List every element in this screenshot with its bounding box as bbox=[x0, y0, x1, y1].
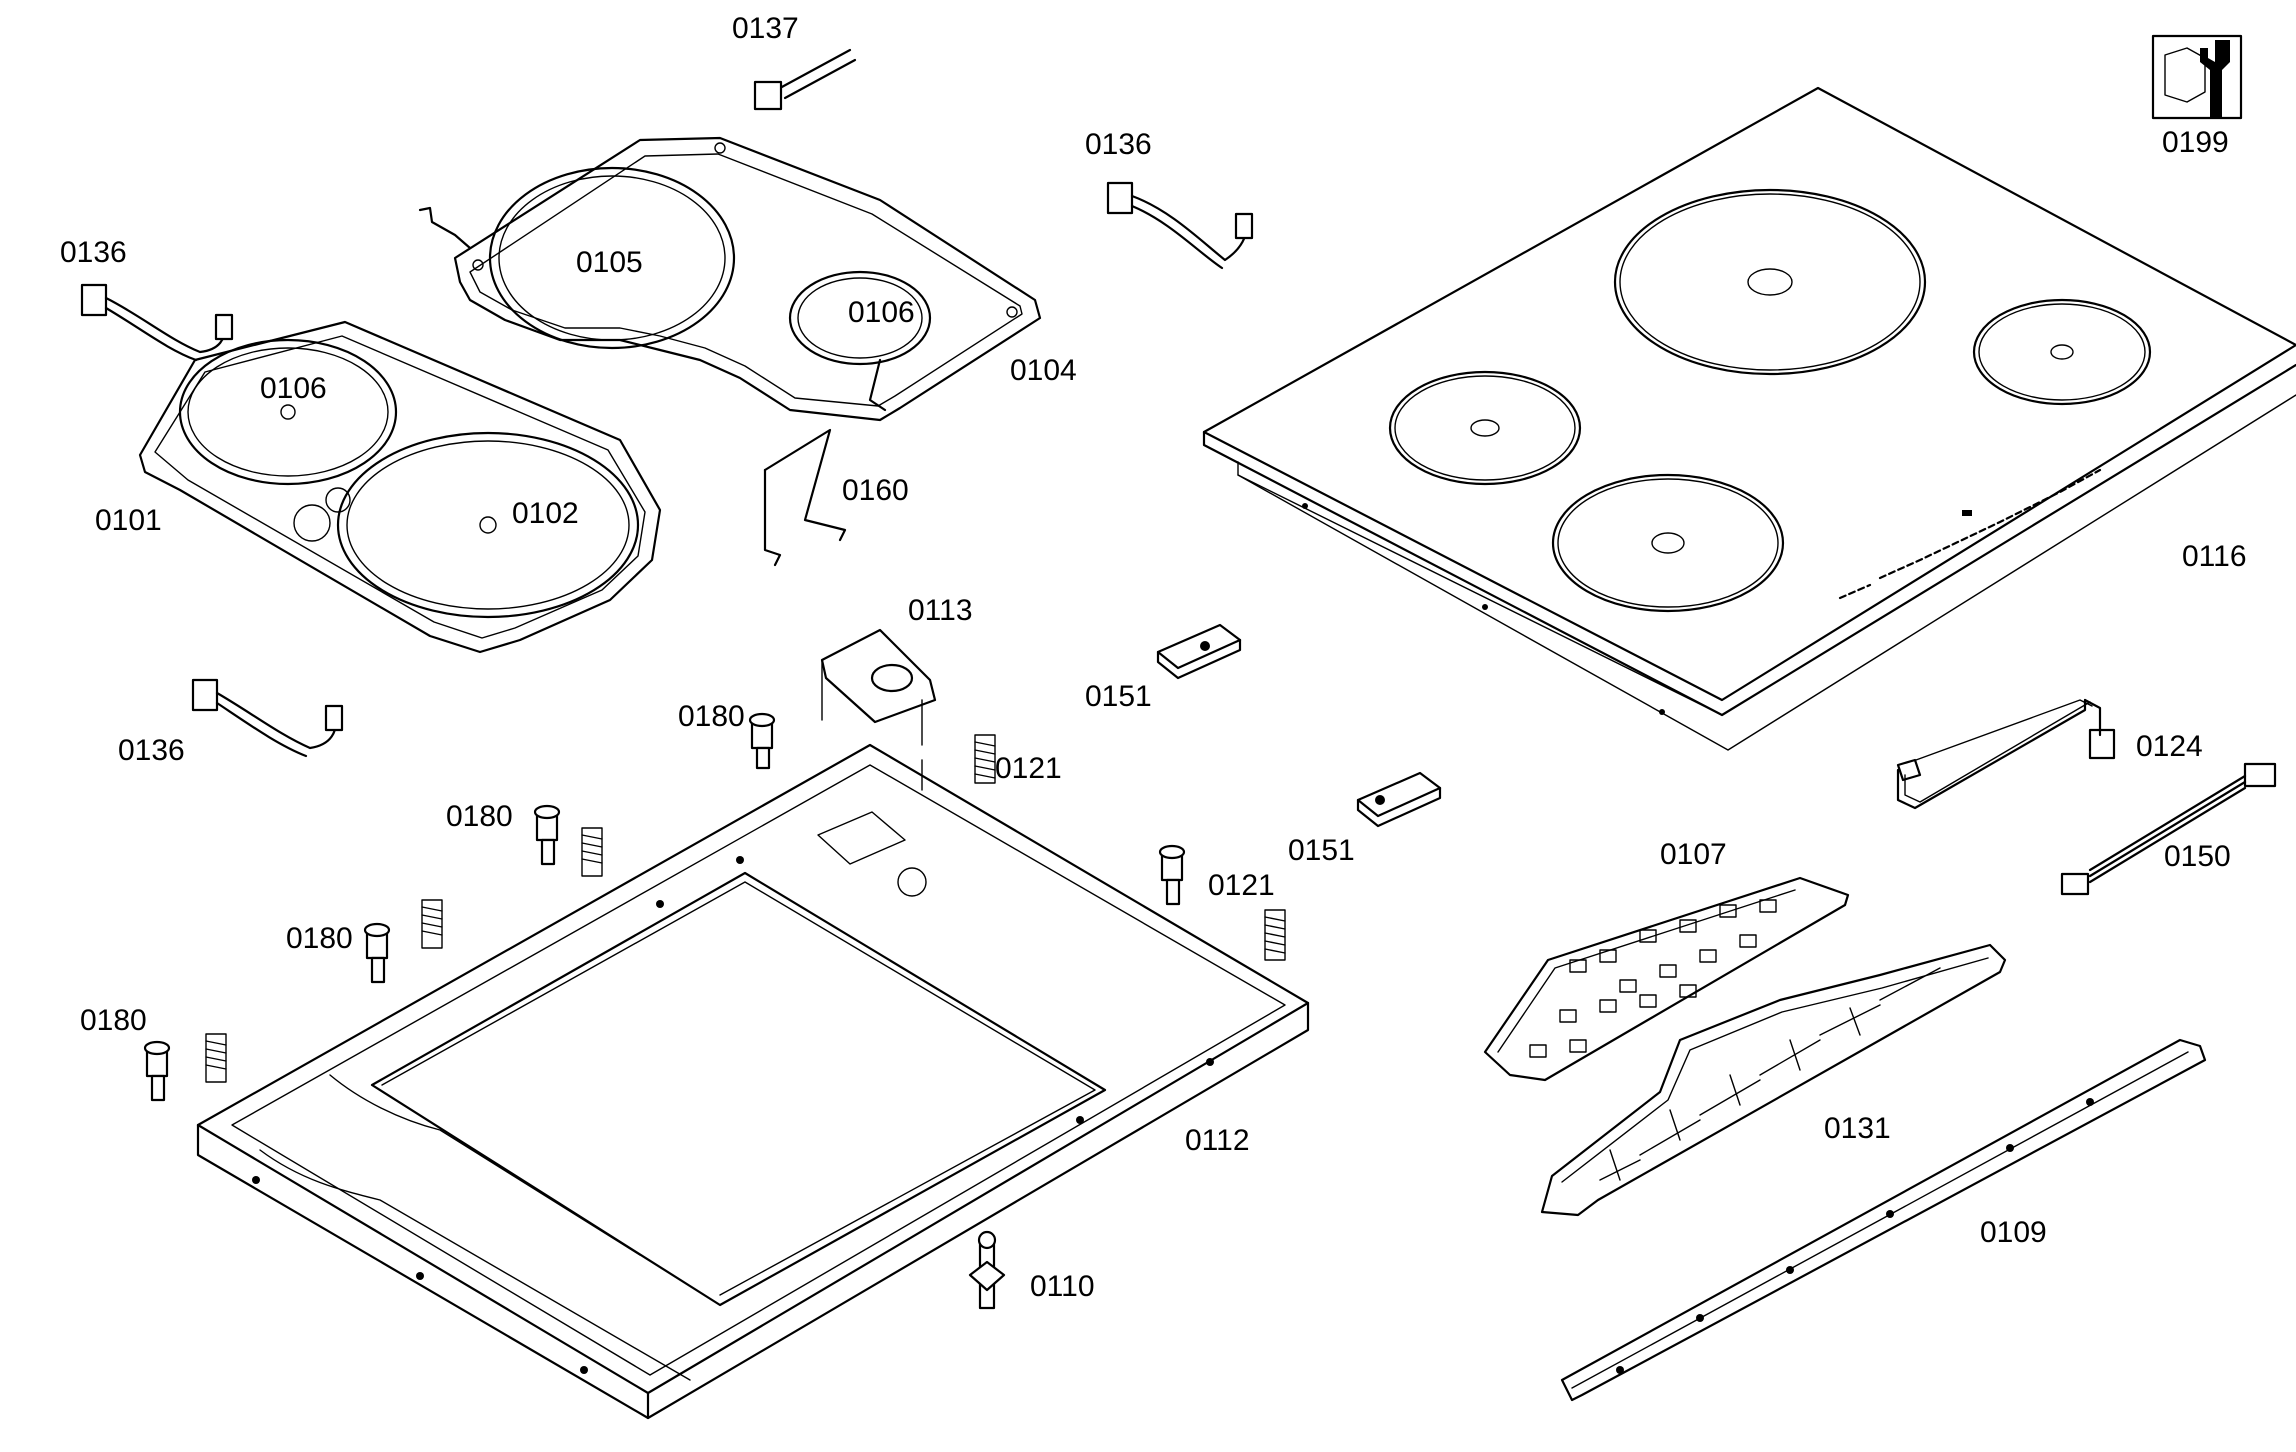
clip-0151-lower bbox=[1356, 771, 1442, 828]
cable-0124 bbox=[1896, 698, 2116, 810]
support-tray-0131 bbox=[1540, 943, 2007, 1217]
foot-0180-e bbox=[1158, 844, 1186, 906]
label-0109: 0109 bbox=[1980, 1216, 2047, 1249]
foot-0180-b bbox=[533, 804, 561, 866]
label-0150: 0150 bbox=[2164, 840, 2231, 873]
fan-duct-0113 bbox=[820, 628, 937, 791]
label-0124: 0124 bbox=[2136, 730, 2203, 763]
label-0116: 0116 bbox=[2182, 540, 2247, 573]
label-0107: 0107 bbox=[1660, 838, 1727, 871]
spring-0121-d bbox=[421, 899, 443, 949]
glass-cooktop-0116 bbox=[1202, 86, 2296, 751]
label-0112: 0112 bbox=[1185, 1124, 1250, 1157]
label-0180-d: 0180 bbox=[80, 1004, 147, 1037]
label-0151-upper: 0151 bbox=[1085, 680, 1152, 713]
label-0121-a: 0121 bbox=[995, 752, 1062, 785]
pin-0110 bbox=[968, 1230, 1006, 1310]
foot-0180-d bbox=[143, 1040, 171, 1102]
label-0151-lower: 0151 bbox=[1288, 834, 1355, 867]
label-0104: 0104 bbox=[1010, 354, 1077, 387]
label-0180-c: 0180 bbox=[286, 922, 353, 955]
wiring-lead-0136-left bbox=[80, 283, 234, 362]
label-0137: 0137 bbox=[732, 12, 799, 45]
heating-plate-0104 bbox=[418, 136, 1042, 422]
label-0121-b: 0121 bbox=[1208, 869, 1275, 902]
cable-0150 bbox=[2060, 762, 2277, 896]
foot-0180-c bbox=[363, 922, 391, 984]
label-0160: 0160 bbox=[842, 474, 909, 507]
label-0180-b: 0180 bbox=[446, 800, 513, 833]
heating-plate-0101 bbox=[138, 320, 662, 654]
connector-0137 bbox=[753, 48, 857, 111]
label-0131: 0131 bbox=[1824, 1112, 1891, 1145]
foot-0180-a bbox=[748, 712, 776, 770]
label-0136-top: 0136 bbox=[1085, 128, 1152, 161]
spring-0121-e bbox=[205, 1033, 227, 1083]
label-0102: 0102 bbox=[512, 497, 579, 530]
housing-frame-0112 bbox=[196, 743, 1310, 1420]
label-0101: 0101 bbox=[95, 504, 162, 537]
bracket-0160 bbox=[763, 428, 847, 567]
label-0180-a: 0180 bbox=[678, 700, 745, 733]
clip-0151-upper bbox=[1156, 623, 1242, 680]
label-0136-left: 0136 bbox=[60, 236, 127, 269]
label-0136-bottom: 0136 bbox=[118, 734, 185, 767]
rail-0109 bbox=[1560, 1038, 2207, 1402]
label-0105: 0105 bbox=[576, 246, 643, 279]
spring-0121-c bbox=[581, 827, 603, 877]
spring-0121-b bbox=[1264, 909, 1286, 961]
service-tool-icon bbox=[2151, 34, 2243, 120]
wiring-lead-0136-top bbox=[1106, 181, 1254, 270]
label-0106-right: 0106 bbox=[848, 296, 915, 329]
control-board-0107 bbox=[1483, 876, 1850, 1082]
label-0106-left: 0106 bbox=[260, 372, 327, 405]
label-0199: 0199 bbox=[2162, 126, 2229, 159]
spring-0121-a bbox=[974, 734, 996, 784]
label-0110: 0110 bbox=[1030, 1270, 1095, 1303]
wiring-lead-0136-bottom bbox=[191, 678, 344, 758]
label-0113: 0113 bbox=[908, 594, 973, 627]
